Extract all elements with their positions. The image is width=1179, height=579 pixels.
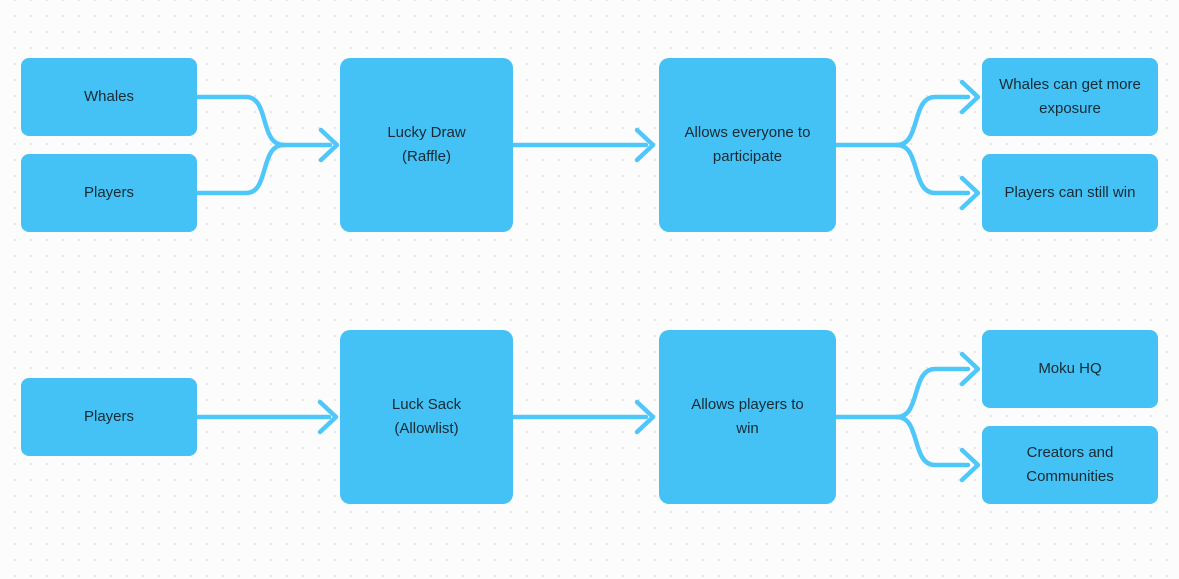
node-allows-everyone[interactable]: Allows everyone to participate (659, 58, 836, 232)
node-label: Players (83, 184, 135, 201)
node-label: Allows players to win (691, 396, 804, 437)
edge-curve (894, 94, 971, 148)
node-lucky-draw[interactable]: Lucky Draw (Raffle) (340, 58, 513, 232)
arrowhead-icon (959, 447, 981, 483)
edge-curve (894, 414, 971, 468)
node-label: Moku HQ (1038, 360, 1102, 377)
arrowhead-icon (318, 127, 340, 163)
edge-split-allows-everyone-to-results[interactable] (833, 79, 981, 211)
node-label: Allows everyone to participate (684, 124, 811, 165)
edge-curve (194, 94, 287, 148)
node-creators-communities[interactable]: Creators and Communities (982, 426, 1158, 504)
node-label: Whales (83, 88, 135, 105)
arrowhead-icon (959, 175, 981, 211)
edge-lucky-draw-to-allows-everyone[interactable] (510, 127, 656, 163)
edge-luck-sack-to-allows-players[interactable] (510, 399, 656, 435)
edge-merge-whales-players-to-lucky-draw[interactable] (194, 94, 340, 196)
node-players-still-win[interactable]: Players can still win (982, 154, 1158, 232)
arrowhead-icon (959, 79, 981, 115)
node-luck-sack[interactable]: Luck Sack (Allowlist) (340, 330, 513, 504)
edge-curve (894, 142, 971, 196)
node-label: Lucky Draw (Raffle) (387, 124, 466, 165)
arrowhead-icon (959, 351, 981, 387)
node-label: Players can still win (1004, 184, 1136, 201)
node-allows-players[interactable]: Allows players to win (659, 330, 836, 504)
edge-split-allows-players-to-results[interactable] (833, 351, 981, 483)
arrowhead-icon (634, 399, 656, 435)
arrowhead-icon (317, 399, 339, 435)
arrowhead-icon (634, 127, 656, 163)
node-label: Creators and Communities (1026, 444, 1114, 485)
edge-curve (194, 142, 287, 196)
node-label: Players (83, 408, 135, 425)
node-moku-hq[interactable]: Moku HQ (982, 330, 1158, 408)
edge-players-to-luck-sack[interactable] (194, 399, 339, 435)
edge-curve (894, 366, 971, 420)
node-whales-exposure[interactable]: Whales can get more exposure (982, 58, 1158, 136)
node-players-top[interactable]: Players (21, 154, 197, 232)
node-players-bottom[interactable]: Players (21, 378, 197, 456)
node-label: Whales can get more exposure (999, 76, 1141, 117)
node-label: Luck Sack (Allowlist) (391, 396, 462, 437)
node-whales[interactable]: Whales (21, 58, 197, 136)
